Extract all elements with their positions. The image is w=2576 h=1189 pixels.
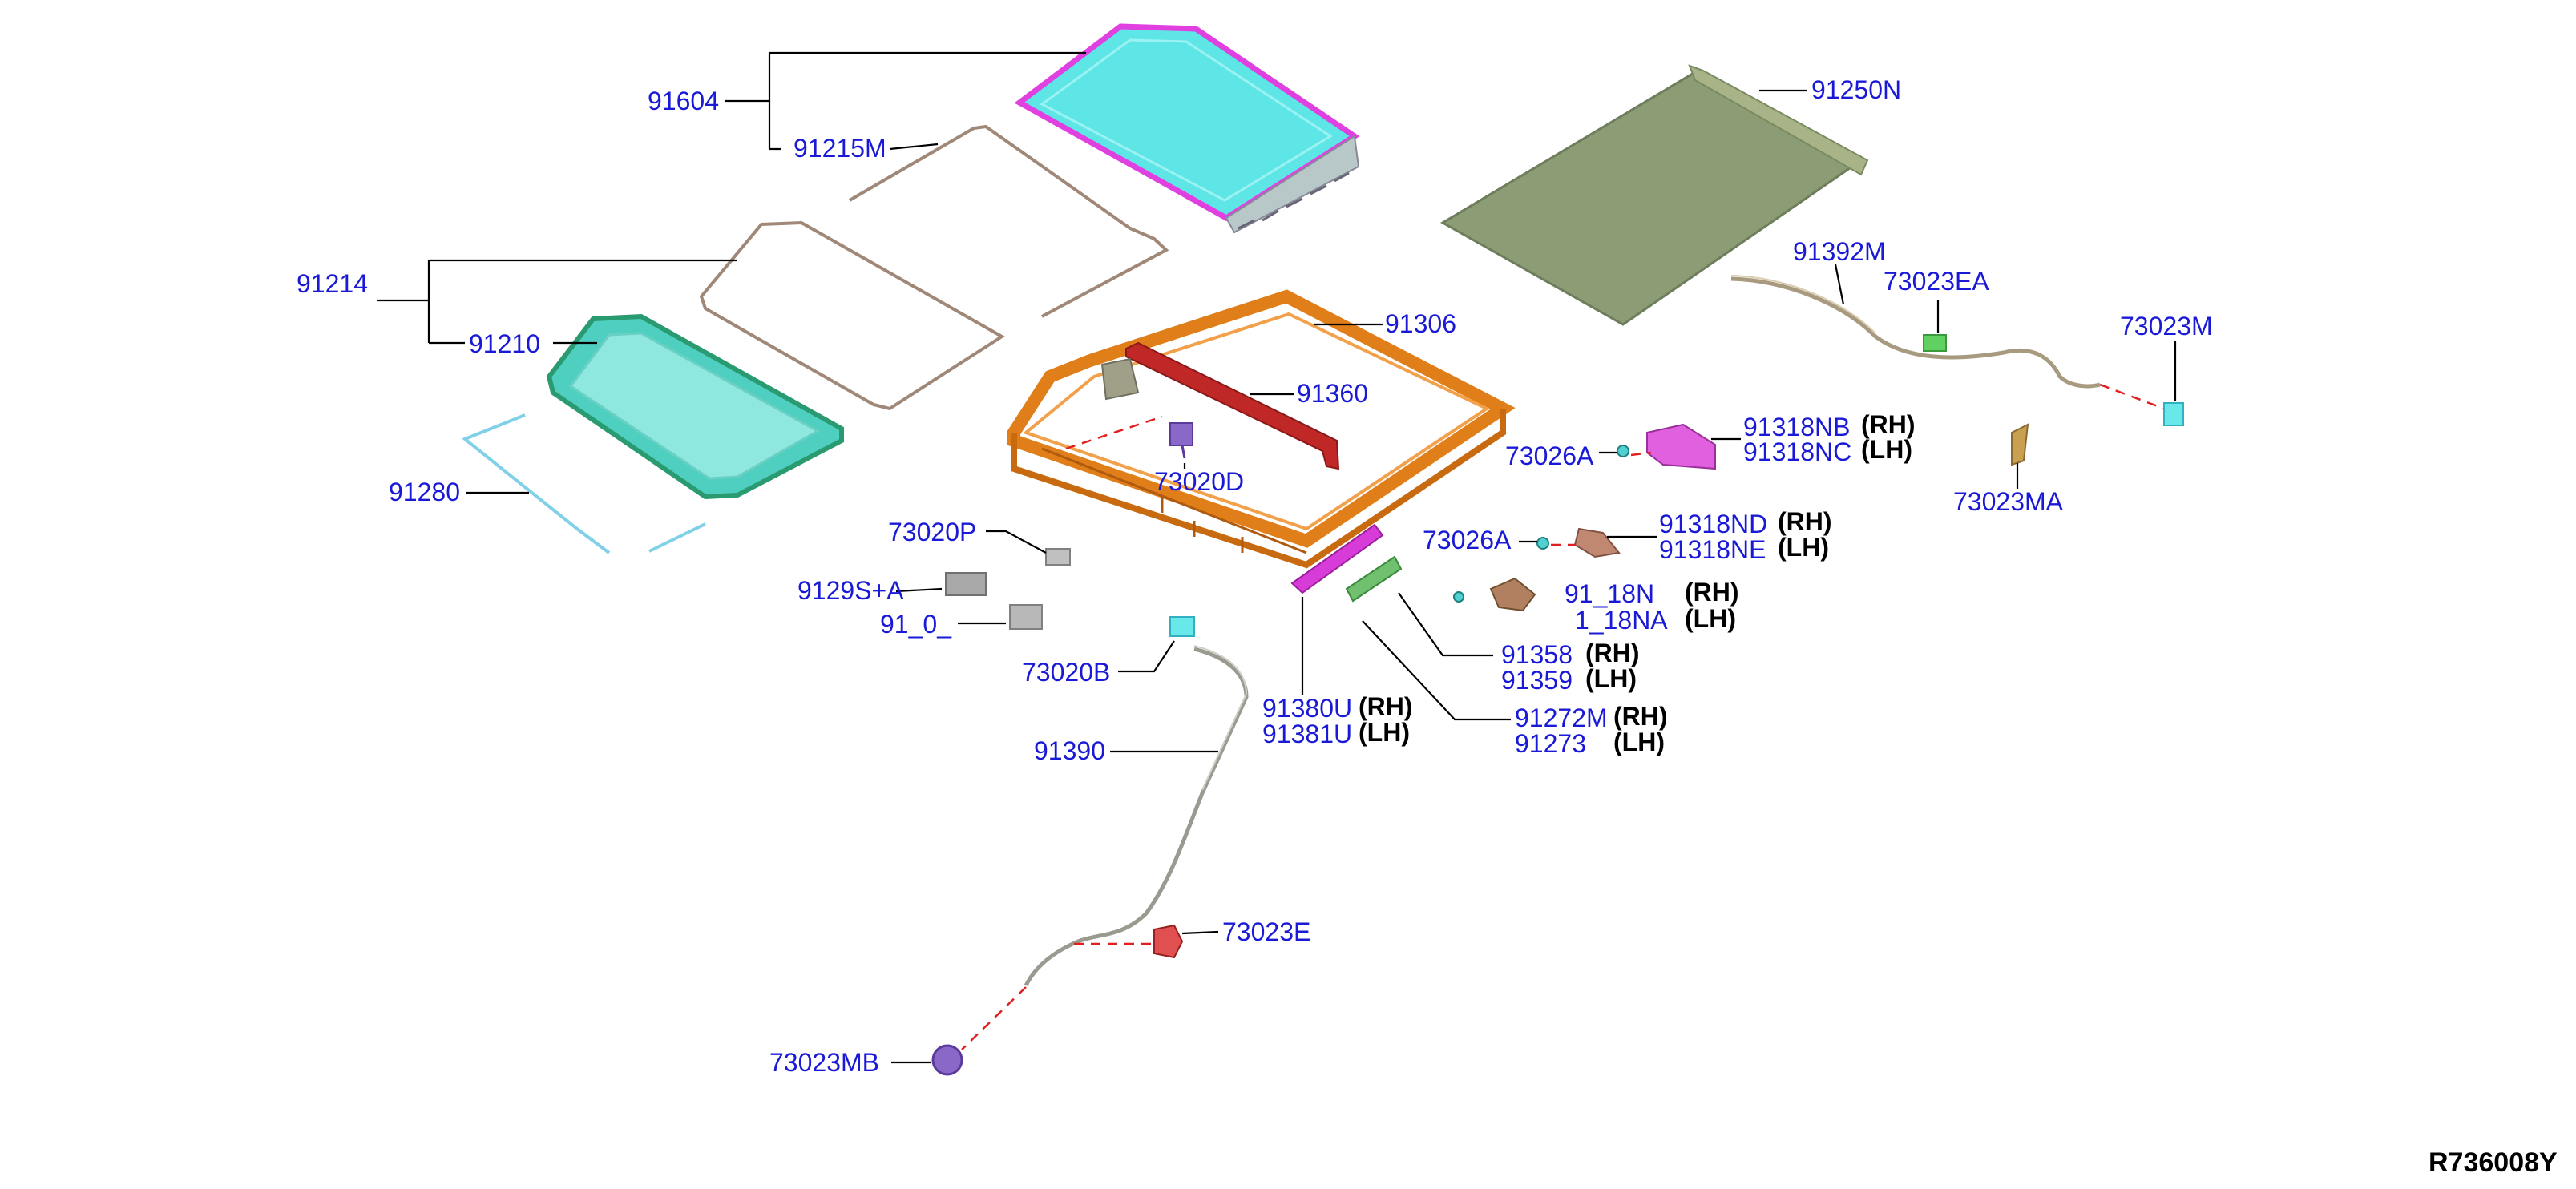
deflector-91360 [1125, 341, 1340, 470]
bracket-91318ND [1573, 527, 1621, 558]
part-labels: 91604 91215M 91214 91210 91280 91250N 91… [297, 75, 2558, 1178]
label-91273: 91273 [1515, 729, 1586, 758]
label-91272M: 91272M [1515, 703, 1608, 732]
label-91318NB-side: (RH) [1861, 410, 1916, 439]
motor-73023MB [931, 1044, 963, 1076]
inner-glass-91210 [546, 313, 844, 500]
part-9129S-A [945, 572, 987, 596]
seal-91215M [848, 124, 1169, 318]
label-91318N-side: (RH) [1685, 578, 1739, 607]
label-91280: 91280 [389, 478, 460, 506]
bracket-91318N [1489, 577, 1536, 612]
rail-mechanism-91272M [1345, 555, 1403, 603]
label-91358: 91358 [1501, 640, 1573, 669]
label-91390: 91390 [1034, 736, 1105, 765]
cable-91390 [931, 645, 1249, 1076]
label-91-0: 91_0_ [880, 610, 952, 639]
diagram-reference-code: R736008Y [2429, 1147, 2558, 1178]
label-91306: 91306 [1385, 309, 1456, 338]
leader-lines [377, 51, 2177, 1064]
part-91-0 [1009, 604, 1043, 630]
label-91318ND: 91318ND [1659, 510, 1767, 538]
label-73023MA: 73023MA [1953, 487, 2064, 516]
label-91318NC-side: (LH) [1861, 435, 1912, 464]
label-91215M: 91215M [793, 134, 886, 163]
label-91272M-side: (RH) [1613, 702, 1668, 731]
sunshade-91250N [1440, 64, 1869, 326]
label-91210: 91210 [469, 329, 540, 358]
label-91318NA-side: (LH) [1685, 604, 1736, 633]
label-91318NE-side: (LH) [1778, 533, 1829, 562]
trim-strip-91280 [462, 413, 706, 554]
label-91380U: 91380U [1262, 694, 1352, 723]
rail-91380U [1290, 523, 1384, 594]
bracket-left-rail [1100, 357, 1140, 401]
label-73023E: 73023E [1222, 917, 1310, 946]
clip-73026A-lower [1536, 537, 1549, 550]
label-91318ND-side: (RH) [1778, 507, 1832, 536]
label-73020D: 73020D [1154, 467, 1244, 496]
part-73020D [1065, 415, 1193, 459]
label-91250N: 91250N [1811, 75, 1901, 104]
weatherstrip-91214 [699, 220, 1005, 411]
label-73020B: 73020B [1022, 658, 1110, 687]
glass-panel-91604 [1014, 23, 1360, 234]
label-9129S-A: 9129S+A [797, 576, 904, 605]
connector-73020B [1169, 616, 1195, 637]
label-91604: 91604 [648, 87, 719, 115]
label-73026A-lower: 73026A [1423, 526, 1512, 554]
label-91360: 91360 [1297, 379, 1368, 408]
label-73026A-upper: 73026A [1505, 441, 1594, 470]
label-91392M: 91392M [1793, 237, 1886, 266]
label-91318NE: 91318NE [1659, 535, 1766, 564]
label-91318NC: 91318NC [1743, 437, 1851, 466]
label-91381U: 91381U [1262, 719, 1352, 748]
label-91359: 91359 [1501, 666, 1573, 695]
label-91381U-side: (LH) [1359, 718, 1410, 747]
label-91318NB: 91318NB [1743, 413, 1850, 441]
label-91214: 91214 [297, 269, 368, 298]
label-73023EA: 73023EA [1884, 267, 1989, 296]
clip-73026A-upper [1617, 445, 1629, 457]
label-73023M: 73023M [2120, 312, 2213, 341]
label-91380U-side: (RH) [1359, 692, 1413, 721]
bracket-91318NB [1646, 423, 1716, 470]
label-91359-side: (LH) [1585, 664, 1637, 693]
part-73020P [1045, 548, 1071, 566]
label-91358-side: (RH) [1585, 639, 1640, 667]
motor-73023E [1153, 924, 1184, 959]
label-91273-side: (LH) [1613, 728, 1665, 756]
cable-91392M [1730, 275, 2184, 466]
label-91318N: 91_18N [1565, 579, 1654, 608]
label-73023MB: 73023MB [769, 1048, 879, 1077]
label-91318NA: 1_18NA [1575, 606, 1668, 635]
label-73020P: 73020P [888, 518, 976, 546]
